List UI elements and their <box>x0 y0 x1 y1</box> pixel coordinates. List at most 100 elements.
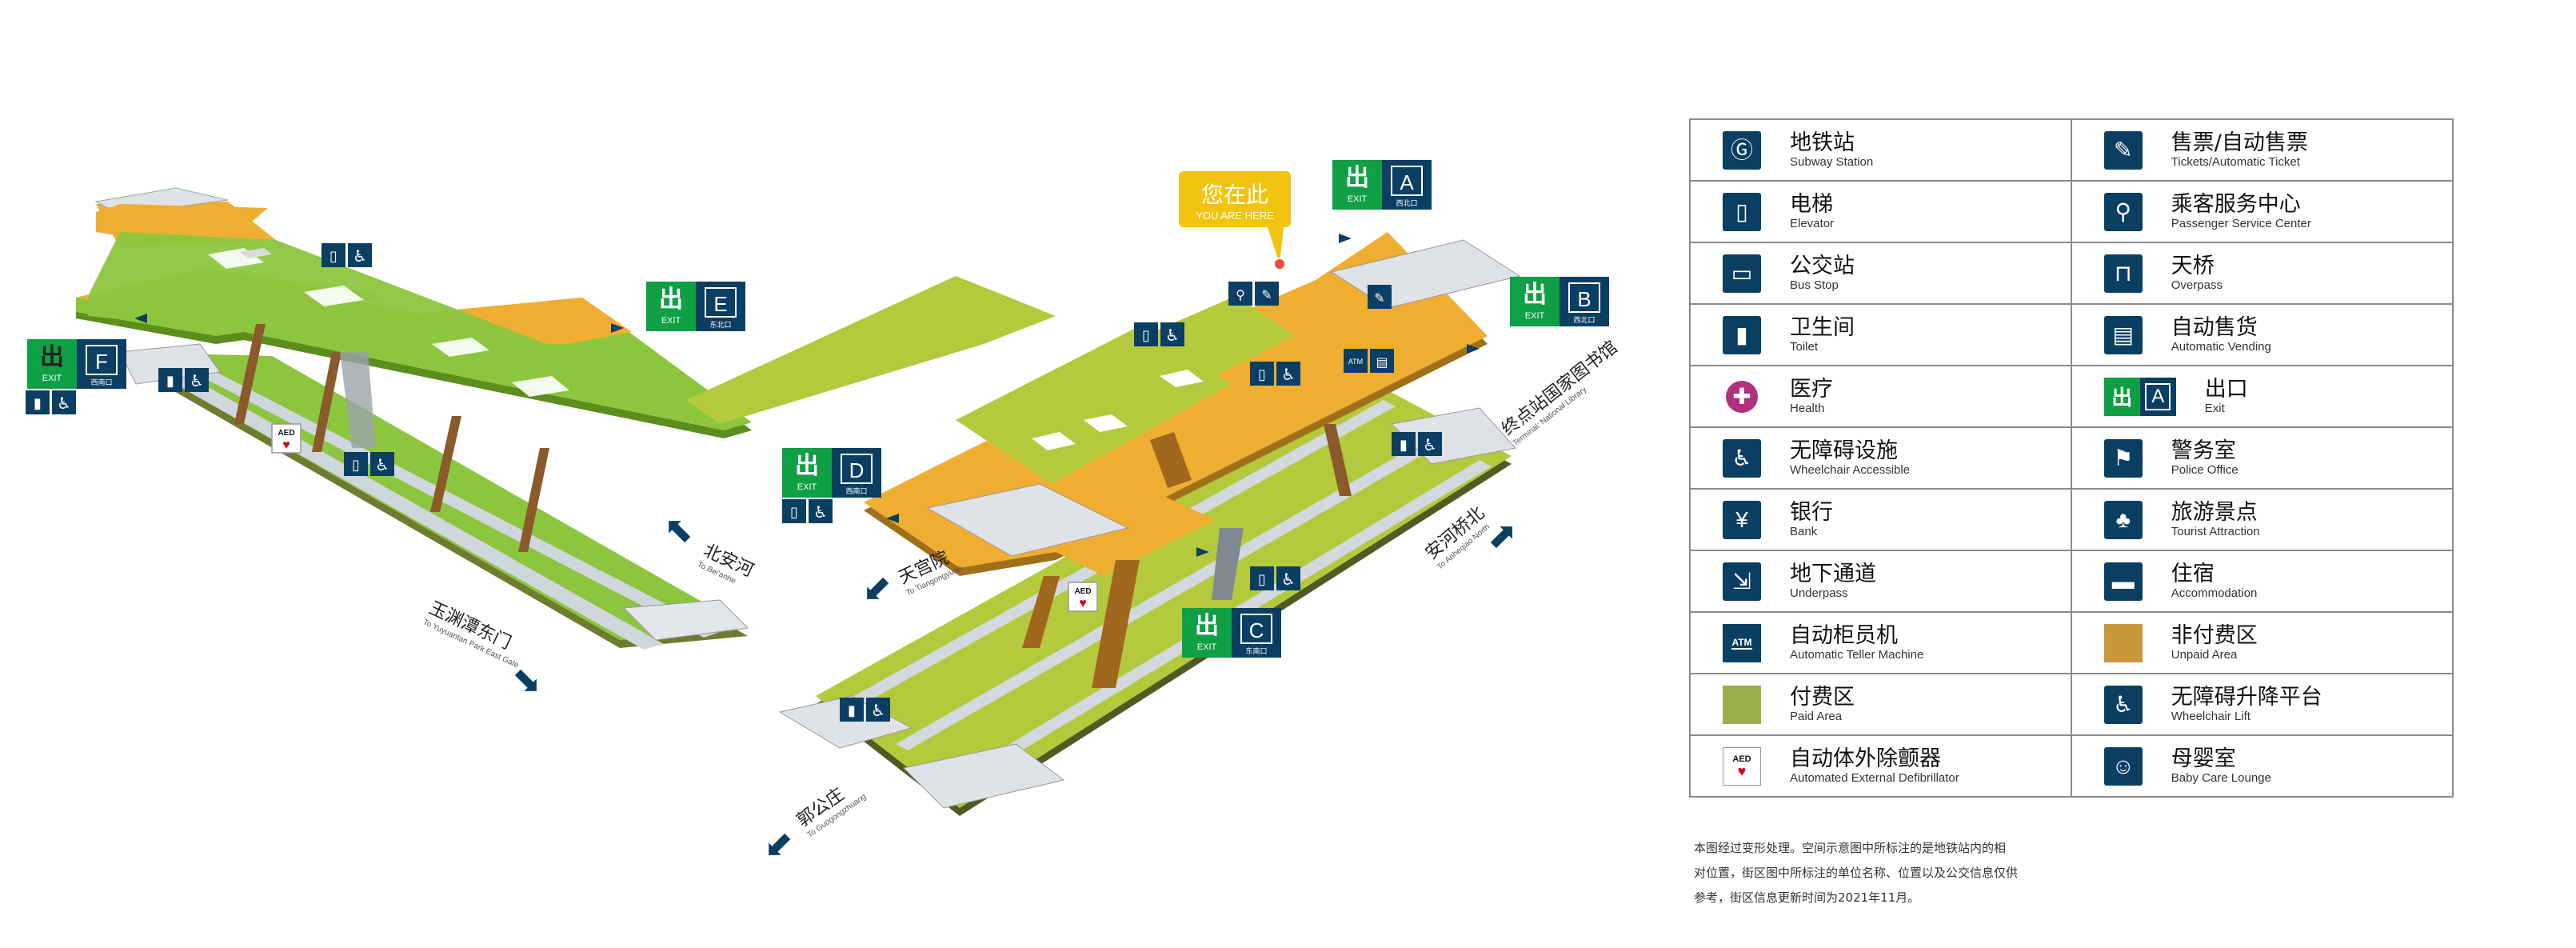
service-ticket-icons: ⚲ ✎ <box>1228 282 1279 306</box>
svg-text:出: 出 <box>40 343 64 371</box>
direction-anheqiao-north: 安河桥北 To Anheqiao North ⬈ <box>1422 503 1517 572</box>
svg-text:♿: ♿ <box>1281 366 1296 384</box>
wheelchair-lift-icon: ♿ <box>2103 685 2143 724</box>
legend-label: 银行 <box>1790 499 1833 525</box>
svg-text:⬋: ⬋ <box>862 569 892 608</box>
svg-text:▮: ▮ <box>1400 437 1408 453</box>
svg-text:♿: ♿ <box>1281 571 1296 589</box>
svg-text:♿: ♿ <box>871 702 885 720</box>
svg-text:⬈: ⬈ <box>1488 516 1517 555</box>
aed-marker: AED ♥ <box>271 423 302 454</box>
underpass-icon: ⇲ <box>1723 562 1761 601</box>
legend-label: 地下通道 <box>1790 561 1876 586</box>
legend-label: 无障碍设施 <box>1790 438 1898 463</box>
health-icon: ✚ <box>1723 377 1761 416</box>
elevator-wheelchair-icons: ▯ ♿ <box>322 243 372 267</box>
svg-text:▯: ▯ <box>1142 327 1150 343</box>
paid-swatch-icon <box>1723 685 1761 724</box>
svg-text:EXIT: EXIT <box>1197 642 1217 652</box>
svg-text:♿: ♿ <box>813 504 828 522</box>
bed-icon: ▬ <box>2103 562 2143 601</box>
svg-text:✎: ✎ <box>1374 292 1384 306</box>
elevator-wheelchair-icons: ▯ ♿ <box>1250 362 1300 386</box>
service-center-icon: ⚲ <box>2103 192 2143 231</box>
svg-text:AED: AED <box>1074 587 1091 596</box>
legend-label-en: Wheelchair Lift <box>2171 709 2251 723</box>
legend-label: 地铁站 <box>1790 130 1855 155</box>
note-line: 对位置，街区图中所标注的单位名称、位置以及公交信息仅供 <box>1694 866 2019 880</box>
wheelchair-icon: ♿ <box>1723 438 1761 478</box>
svg-text:EXIT: EXIT <box>797 482 817 492</box>
svg-text:⬉: ⬉ <box>664 510 693 550</box>
svg-text:♿: ♿ <box>1423 437 1437 454</box>
svg-text:西北口: 西北口 <box>1573 316 1595 324</box>
legend-label: 非付费区 <box>2171 622 2258 648</box>
svg-text:▯: ▯ <box>1258 366 1266 382</box>
legend-label: 警务室 <box>2171 438 2236 463</box>
exit-sign-d: 出 EXIT D 西南口 <box>782 448 881 498</box>
svg-text:▮: ▮ <box>34 395 42 411</box>
svg-text:B: B <box>1577 287 1591 311</box>
toilet-wheelchair-icons: ▮ ♿ <box>26 390 76 414</box>
direction-beianhe: ⬉ 北安河 To Bei'anhe <box>664 510 757 586</box>
legend-label-en: Automatic Vending <box>2171 339 2271 354</box>
legend-label: 付费区 <box>1790 684 1855 710</box>
exit-sign-f: 出 EXIT F 西南口 <box>27 339 126 389</box>
svg-text:▮: ▮ <box>166 373 174 389</box>
svg-text:♿: ♿ <box>1165 327 1180 345</box>
aed-marker: AED ♥ <box>1068 582 1098 612</box>
svg-text:▯: ▯ <box>352 457 360 473</box>
svg-text:♿: ♿ <box>57 395 71 413</box>
svg-text:EXIT: EXIT <box>42 374 62 383</box>
unpaid-swatch-icon <box>2103 623 2143 662</box>
legend-label-en: Underpass <box>1790 586 1848 600</box>
legend-label-en: Subway Station <box>1790 154 1874 169</box>
svg-text:♥: ♥ <box>282 438 290 452</box>
elevator-icon: ▯ <box>1723 192 1761 231</box>
bank-icon: ¥ <box>1723 500 1761 539</box>
svg-text:西北口: 西北口 <box>1396 199 1417 207</box>
svg-text:A: A <box>1400 170 1414 194</box>
exit-direction-arrows <box>134 234 1480 557</box>
terminal-label: 终点站国家图书馆 Terminal: National Library <box>1498 338 1621 448</box>
legend-label-en: Accommodation <box>2171 586 2258 600</box>
legend-label-en: Bank <box>1790 524 1818 538</box>
atm-vending-icons: ATM ▤ <box>1344 349 1394 373</box>
svg-text:终点站国家图书馆: 终点站国家图书馆 <box>1498 338 1621 440</box>
legend-label-en: Unpaid Area <box>2171 647 2238 662</box>
overpass-icon: ⊓ <box>2103 254 2143 293</box>
svg-text:东北口: 东北口 <box>709 320 731 329</box>
svg-text:⚲: ⚲ <box>1236 289 1245 302</box>
bus-icon: ▭ <box>1723 254 1761 293</box>
svg-text:西南口: 西南口 <box>90 378 112 386</box>
svg-text:♥: ♥ <box>1079 597 1087 610</box>
svg-text:C: C <box>1249 618 1264 642</box>
atm-icon: ATM <box>1723 623 1761 662</box>
legend-label-en: Passenger Service Center <box>2171 216 2311 230</box>
legend-label-en: Tourist Attraction <box>2171 524 2260 538</box>
exit-sign-e: 出 EXIT E 东北口 <box>646 282 745 331</box>
note-line: 本图经过变形处理。空间示意图中所标注的是地铁站内的相 <box>1694 841 2007 855</box>
legend-label: 医疗 <box>1790 376 1833 402</box>
svg-text:♿: ♿ <box>190 373 204 390</box>
legend-label: 乘客服务中心 <box>2171 191 2301 217</box>
svg-text:▯: ▯ <box>1258 571 1266 587</box>
legend-label: 旅游景点 <box>2171 499 2258 525</box>
svg-text:东南口: 东南口 <box>1245 646 1267 655</box>
svg-text:EXIT: EXIT <box>1348 194 1368 204</box>
svg-text:E: E <box>713 292 727 316</box>
